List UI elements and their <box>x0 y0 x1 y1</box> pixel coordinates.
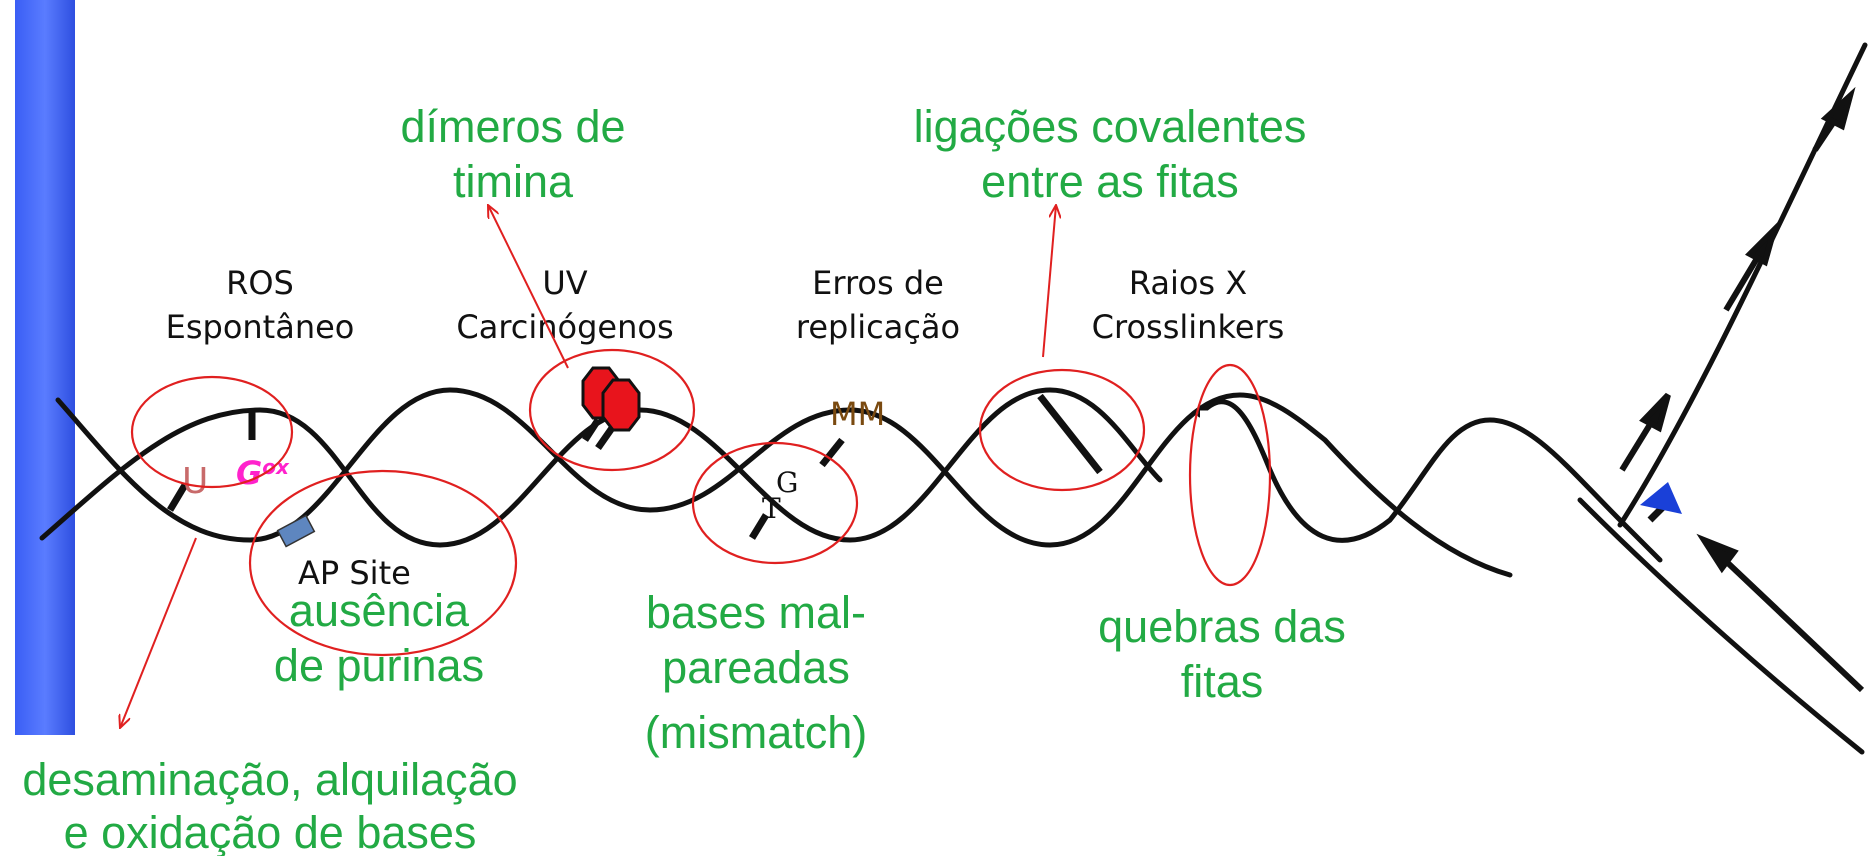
source-uv-1: UV <box>542 264 587 302</box>
blue-wall <box>15 0 75 735</box>
g-ox-label: Gox <box>236 454 290 492</box>
ligacoes-pointer <box>1042 205 1056 358</box>
source-ros-1: ROS <box>226 264 294 302</box>
lagging-strand <box>1577 497 1865 755</box>
thymine-dimer-icon <box>601 378 641 432</box>
source-erros-1: Erros de <box>812 264 944 302</box>
source-erros-2: replicação <box>796 308 960 346</box>
label-dimeros-2: timina <box>453 156 574 207</box>
mismatch-t-label: T <box>762 492 781 525</box>
source-raios-1: Raios X <box>1129 264 1247 302</box>
label-ausencia-1: ausência <box>289 585 470 636</box>
label-ligacoes-1: ligações covalentes <box>914 101 1307 152</box>
dimer-bar-2 <box>595 425 615 451</box>
label-quebras-2: fitas <box>1181 656 1264 707</box>
source-ros-2: Espontâneo <box>166 308 355 346</box>
dna-strand-a <box>55 387 1513 578</box>
label-quebras-1: quebras das <box>1098 601 1346 652</box>
uracil-label: U <box>182 461 208 502</box>
label-bases-mal-2: pareadas <box>662 642 850 693</box>
mismatch-circle <box>691 441 859 565</box>
crosslink-bar <box>1037 393 1103 475</box>
mismatch-g-label: G <box>776 466 798 499</box>
label-desaminacao-2: e oxidação de bases <box>64 807 477 856</box>
break-circle <box>1188 363 1272 587</box>
ap-site-circle <box>248 469 518 657</box>
mismatch-bar-t <box>749 513 769 540</box>
dimer-bar-1 <box>582 418 601 442</box>
mm-label: MM <box>830 395 885 433</box>
label-bases-mal-3: (mismatch) <box>645 707 868 758</box>
ap-site-marker <box>276 514 316 548</box>
label-desaminacao-1: desaminação, alquilação <box>22 754 517 805</box>
dimeros-pointer <box>488 205 569 369</box>
uracil-bar <box>166 483 189 512</box>
strand-break-lower <box>1211 511 1252 549</box>
source-raios-2: Crosslinkers <box>1092 308 1285 346</box>
source-uv-2: Carcinógenos <box>456 308 673 346</box>
arrow-icon <box>1619 86 1865 693</box>
polymerase-icon <box>1640 482 1682 514</box>
dna-strand-c <box>1197 399 1663 563</box>
ros-lesion-circle <box>130 375 294 489</box>
ap-site-label: AP Site <box>298 554 411 592</box>
label-dimeros-1: dímeros de <box>400 101 625 152</box>
label-ligacoes-2: entre as fitas <box>981 156 1239 207</box>
label-ausencia-2: de purinas <box>274 640 484 691</box>
mismatch-bar-g <box>819 437 845 468</box>
desaminacao-pointer <box>120 537 197 728</box>
crosslink-circle <box>978 368 1146 492</box>
label-bases-mal-1: bases mal- <box>646 587 866 638</box>
dimer-circle <box>528 348 696 472</box>
